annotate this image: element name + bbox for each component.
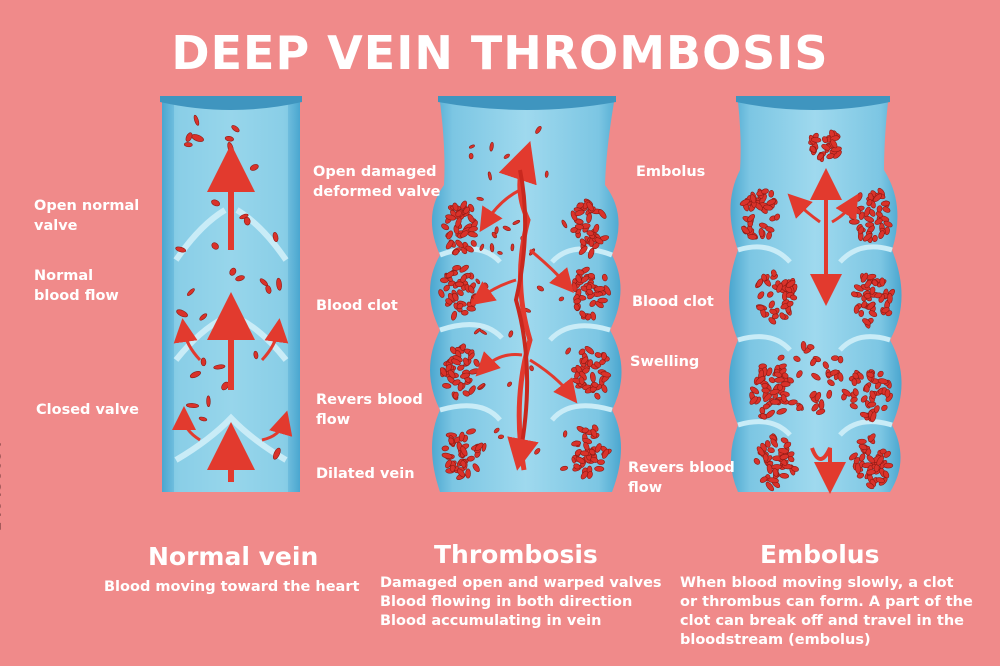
heading-normal-vein: Normal vein bbox=[148, 542, 318, 571]
clot-cell bbox=[852, 378, 858, 386]
label-line: flow bbox=[316, 410, 423, 430]
label-embolus-blood-clot: Blood clot bbox=[632, 292, 714, 312]
clot-cell bbox=[748, 234, 757, 239]
description-line: Blood flowing in both direction bbox=[380, 593, 662, 612]
description-line: Blood accumulating in vein bbox=[380, 612, 662, 631]
clot-cell bbox=[582, 427, 589, 433]
clot-cell bbox=[440, 278, 448, 283]
clot-cell bbox=[857, 439, 867, 444]
clot-cell bbox=[801, 341, 807, 351]
label-line: flow bbox=[628, 478, 735, 498]
label-line: deformed valve bbox=[313, 182, 441, 202]
thrombosis-vein bbox=[430, 96, 622, 492]
blood-cell bbox=[184, 142, 192, 147]
label-line: valve bbox=[34, 216, 139, 236]
blood-cell bbox=[469, 153, 473, 159]
normal-vein bbox=[160, 96, 302, 492]
label-open-normal-valve: Open normal valve bbox=[34, 196, 139, 236]
label-thrombosis-reverse-flow: Revers blood flow bbox=[316, 390, 423, 430]
clot-cell bbox=[858, 310, 864, 317]
clot-cell bbox=[601, 352, 606, 360]
description-line: or thrombus can form. A part of the bbox=[680, 593, 973, 612]
clot-cell bbox=[466, 469, 471, 478]
blood-cell bbox=[201, 358, 206, 366]
label-line: Revers blood bbox=[628, 458, 735, 478]
page-title: DEEP VEIN THROMBOSIS bbox=[0, 26, 1000, 80]
description-line: bloodstream (embolus) bbox=[680, 631, 973, 650]
heading-thrombosis: Thrombosis bbox=[434, 540, 598, 569]
description-line: Damaged open and warped valves bbox=[380, 574, 662, 593]
label-line: blood flow bbox=[34, 286, 119, 306]
label-closed-valve: Closed valve bbox=[36, 400, 139, 420]
description-line: When blood moving slowly, a clot bbox=[680, 574, 973, 593]
blood-cell bbox=[545, 171, 549, 178]
clot-cell bbox=[597, 460, 604, 465]
embolus-vein bbox=[729, 96, 902, 492]
clot-cell bbox=[762, 383, 768, 388]
label-normal-blood-flow: Normal blood flow bbox=[34, 266, 119, 306]
blood-cell bbox=[207, 396, 211, 407]
clot-cell bbox=[780, 473, 789, 479]
clot-cell bbox=[775, 377, 785, 382]
label-embolus-reverse-flow: Revers blood flow bbox=[628, 458, 735, 498]
label-line: Open normal bbox=[34, 196, 139, 216]
label-swelling: Swelling bbox=[630, 352, 699, 372]
clot-cell bbox=[831, 355, 839, 361]
clot-cell bbox=[849, 219, 859, 224]
clot-cell bbox=[770, 399, 780, 404]
clot-cell bbox=[594, 286, 605, 291]
description-embolus: When blood moving slowly, a clot or thro… bbox=[680, 574, 973, 650]
clot-cell bbox=[880, 278, 885, 287]
label-embolus: Embolus bbox=[636, 162, 705, 182]
clot-cell bbox=[598, 298, 608, 303]
description-normal-vein: Blood moving toward the heart bbox=[104, 578, 359, 597]
clot-cell bbox=[884, 463, 893, 468]
stock-id: 248438654 bbox=[10, 420, 30, 560]
label-line: Open damaged bbox=[313, 162, 441, 182]
label-open-damaged-valve: Open damaged deformed valve bbox=[313, 162, 441, 202]
heading-embolus: Embolus bbox=[760, 540, 879, 569]
label-thrombosis-blood-clot: Blood clot bbox=[316, 296, 398, 316]
clot-cell bbox=[885, 389, 891, 397]
clot-cell bbox=[781, 382, 790, 387]
clot-cell bbox=[580, 450, 589, 456]
clot-cell bbox=[887, 293, 892, 303]
label-line: Normal bbox=[34, 266, 119, 286]
label-line: Revers blood bbox=[316, 390, 423, 410]
clot-cell bbox=[594, 466, 604, 471]
blood-cell bbox=[511, 244, 514, 251]
clot-cell bbox=[819, 400, 824, 410]
label-dilated-vein: Dilated vein bbox=[316, 464, 415, 484]
description-thrombosis: Damaged open and warped valves Blood flo… bbox=[380, 574, 662, 631]
stock-id-text: 248438654 bbox=[0, 440, 5, 530]
description-line: clot can break off and travel in the bbox=[680, 612, 973, 631]
